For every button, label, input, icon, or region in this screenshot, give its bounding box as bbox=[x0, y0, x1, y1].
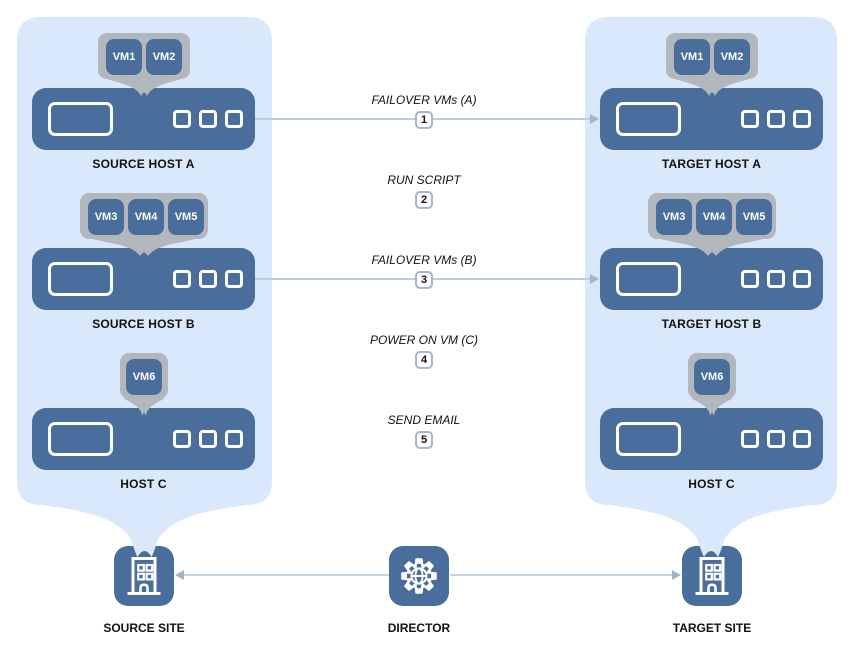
vm-label: VM2 bbox=[152, 51, 176, 63]
server-screen-icon bbox=[48, 422, 113, 456]
host-label: TARGET HOST A bbox=[661, 157, 762, 171]
host-server-source-b bbox=[32, 248, 255, 310]
vm-label: VM1 bbox=[680, 51, 704, 63]
gear-globe-icon bbox=[401, 558, 437, 594]
step-label: RUN SCRIPT bbox=[387, 173, 461, 187]
site-label: SOURCE SITE bbox=[103, 621, 185, 635]
step-number-badge: 4 bbox=[415, 351, 433, 369]
site-label: DIRECTOR bbox=[387, 621, 451, 635]
step-label: POWER ON VM (C) bbox=[370, 333, 478, 347]
vm-label: VM2 bbox=[720, 51, 744, 63]
step-number-badge: 5 bbox=[415, 431, 433, 449]
vm-node: VM2 bbox=[714, 39, 750, 75]
host-server-target-a bbox=[600, 88, 823, 150]
callout-tail bbox=[690, 398, 734, 417]
vm-label: VM4 bbox=[702, 211, 726, 223]
vm-node: VM4 bbox=[696, 199, 732, 235]
server-screen-icon bbox=[616, 102, 681, 136]
arrowhead-right-icon bbox=[590, 274, 599, 284]
director-to-target-line bbox=[450, 574, 672, 576]
host-label: SOURCE HOST B bbox=[92, 317, 195, 331]
host-server-target-c bbox=[600, 408, 823, 470]
server-ports-icon bbox=[173, 110, 243, 128]
server-ports-icon bbox=[741, 430, 811, 448]
server-ports-icon bbox=[741, 110, 811, 128]
building-icon bbox=[695, 557, 729, 595]
step-number-badge: 3 bbox=[415, 271, 433, 289]
callout-tail bbox=[671, 78, 753, 97]
vm-node: VM3 bbox=[88, 199, 124, 235]
server-screen-icon bbox=[616, 262, 681, 296]
step-number-badge: 2 bbox=[415, 191, 433, 209]
arrowhead-right-icon bbox=[672, 570, 681, 580]
host-server-source-a bbox=[32, 88, 255, 150]
step-number-badge: 1 bbox=[415, 111, 433, 129]
vm-label: VM5 bbox=[742, 211, 766, 223]
vm-label: VM3 bbox=[94, 211, 118, 223]
server-screen-icon bbox=[616, 422, 681, 456]
vm-node: VM6 bbox=[126, 359, 162, 395]
step-label: SEND EMAIL bbox=[387, 413, 461, 427]
site-label: TARGET SITE bbox=[672, 621, 752, 635]
vm-label: VM3 bbox=[662, 211, 686, 223]
callout-tail bbox=[655, 238, 769, 257]
server-ports-icon bbox=[173, 430, 243, 448]
source-site-node bbox=[114, 546, 174, 606]
vm-node: VM1 bbox=[674, 39, 710, 75]
target-site-node bbox=[682, 546, 742, 606]
building-icon bbox=[127, 557, 161, 595]
server-ports-icon bbox=[741, 270, 811, 288]
host-label: HOST C bbox=[688, 477, 735, 491]
vm-node: VM1 bbox=[106, 39, 142, 75]
arrowhead-right-icon bbox=[590, 114, 599, 124]
vm-node: VM5 bbox=[736, 199, 772, 235]
server-ports-icon bbox=[173, 270, 243, 288]
host-server-target-b bbox=[600, 248, 823, 310]
host-label: TARGET HOST B bbox=[661, 317, 762, 331]
host-server-source-c bbox=[32, 408, 255, 470]
arrowhead-left-icon bbox=[175, 570, 184, 580]
vm-label: VM6 bbox=[700, 371, 724, 383]
vm-node: VM2 bbox=[146, 39, 182, 75]
callout-tail bbox=[87, 238, 201, 257]
callout-tail bbox=[103, 78, 185, 97]
callout-tail bbox=[122, 398, 166, 417]
vm-node: VM3 bbox=[656, 199, 692, 235]
host-label: HOST C bbox=[120, 477, 167, 491]
director-node bbox=[389, 546, 449, 606]
director-to-source-line bbox=[183, 574, 389, 576]
server-screen-icon bbox=[48, 262, 113, 296]
vm-label: VM4 bbox=[134, 211, 158, 223]
step-label: FAILOVER VMs (B) bbox=[371, 253, 477, 267]
server-screen-icon bbox=[48, 102, 113, 136]
host-label: SOURCE HOST A bbox=[92, 157, 195, 171]
vm-node: VM5 bbox=[168, 199, 204, 235]
vm-label: VM6 bbox=[132, 371, 156, 383]
vm-node: VM6 bbox=[694, 359, 730, 395]
step-label: FAILOVER VMs (A) bbox=[371, 93, 477, 107]
vm-label: VM1 bbox=[112, 51, 136, 63]
vm-label: VM5 bbox=[174, 211, 198, 223]
vm-node: VM4 bbox=[128, 199, 164, 235]
